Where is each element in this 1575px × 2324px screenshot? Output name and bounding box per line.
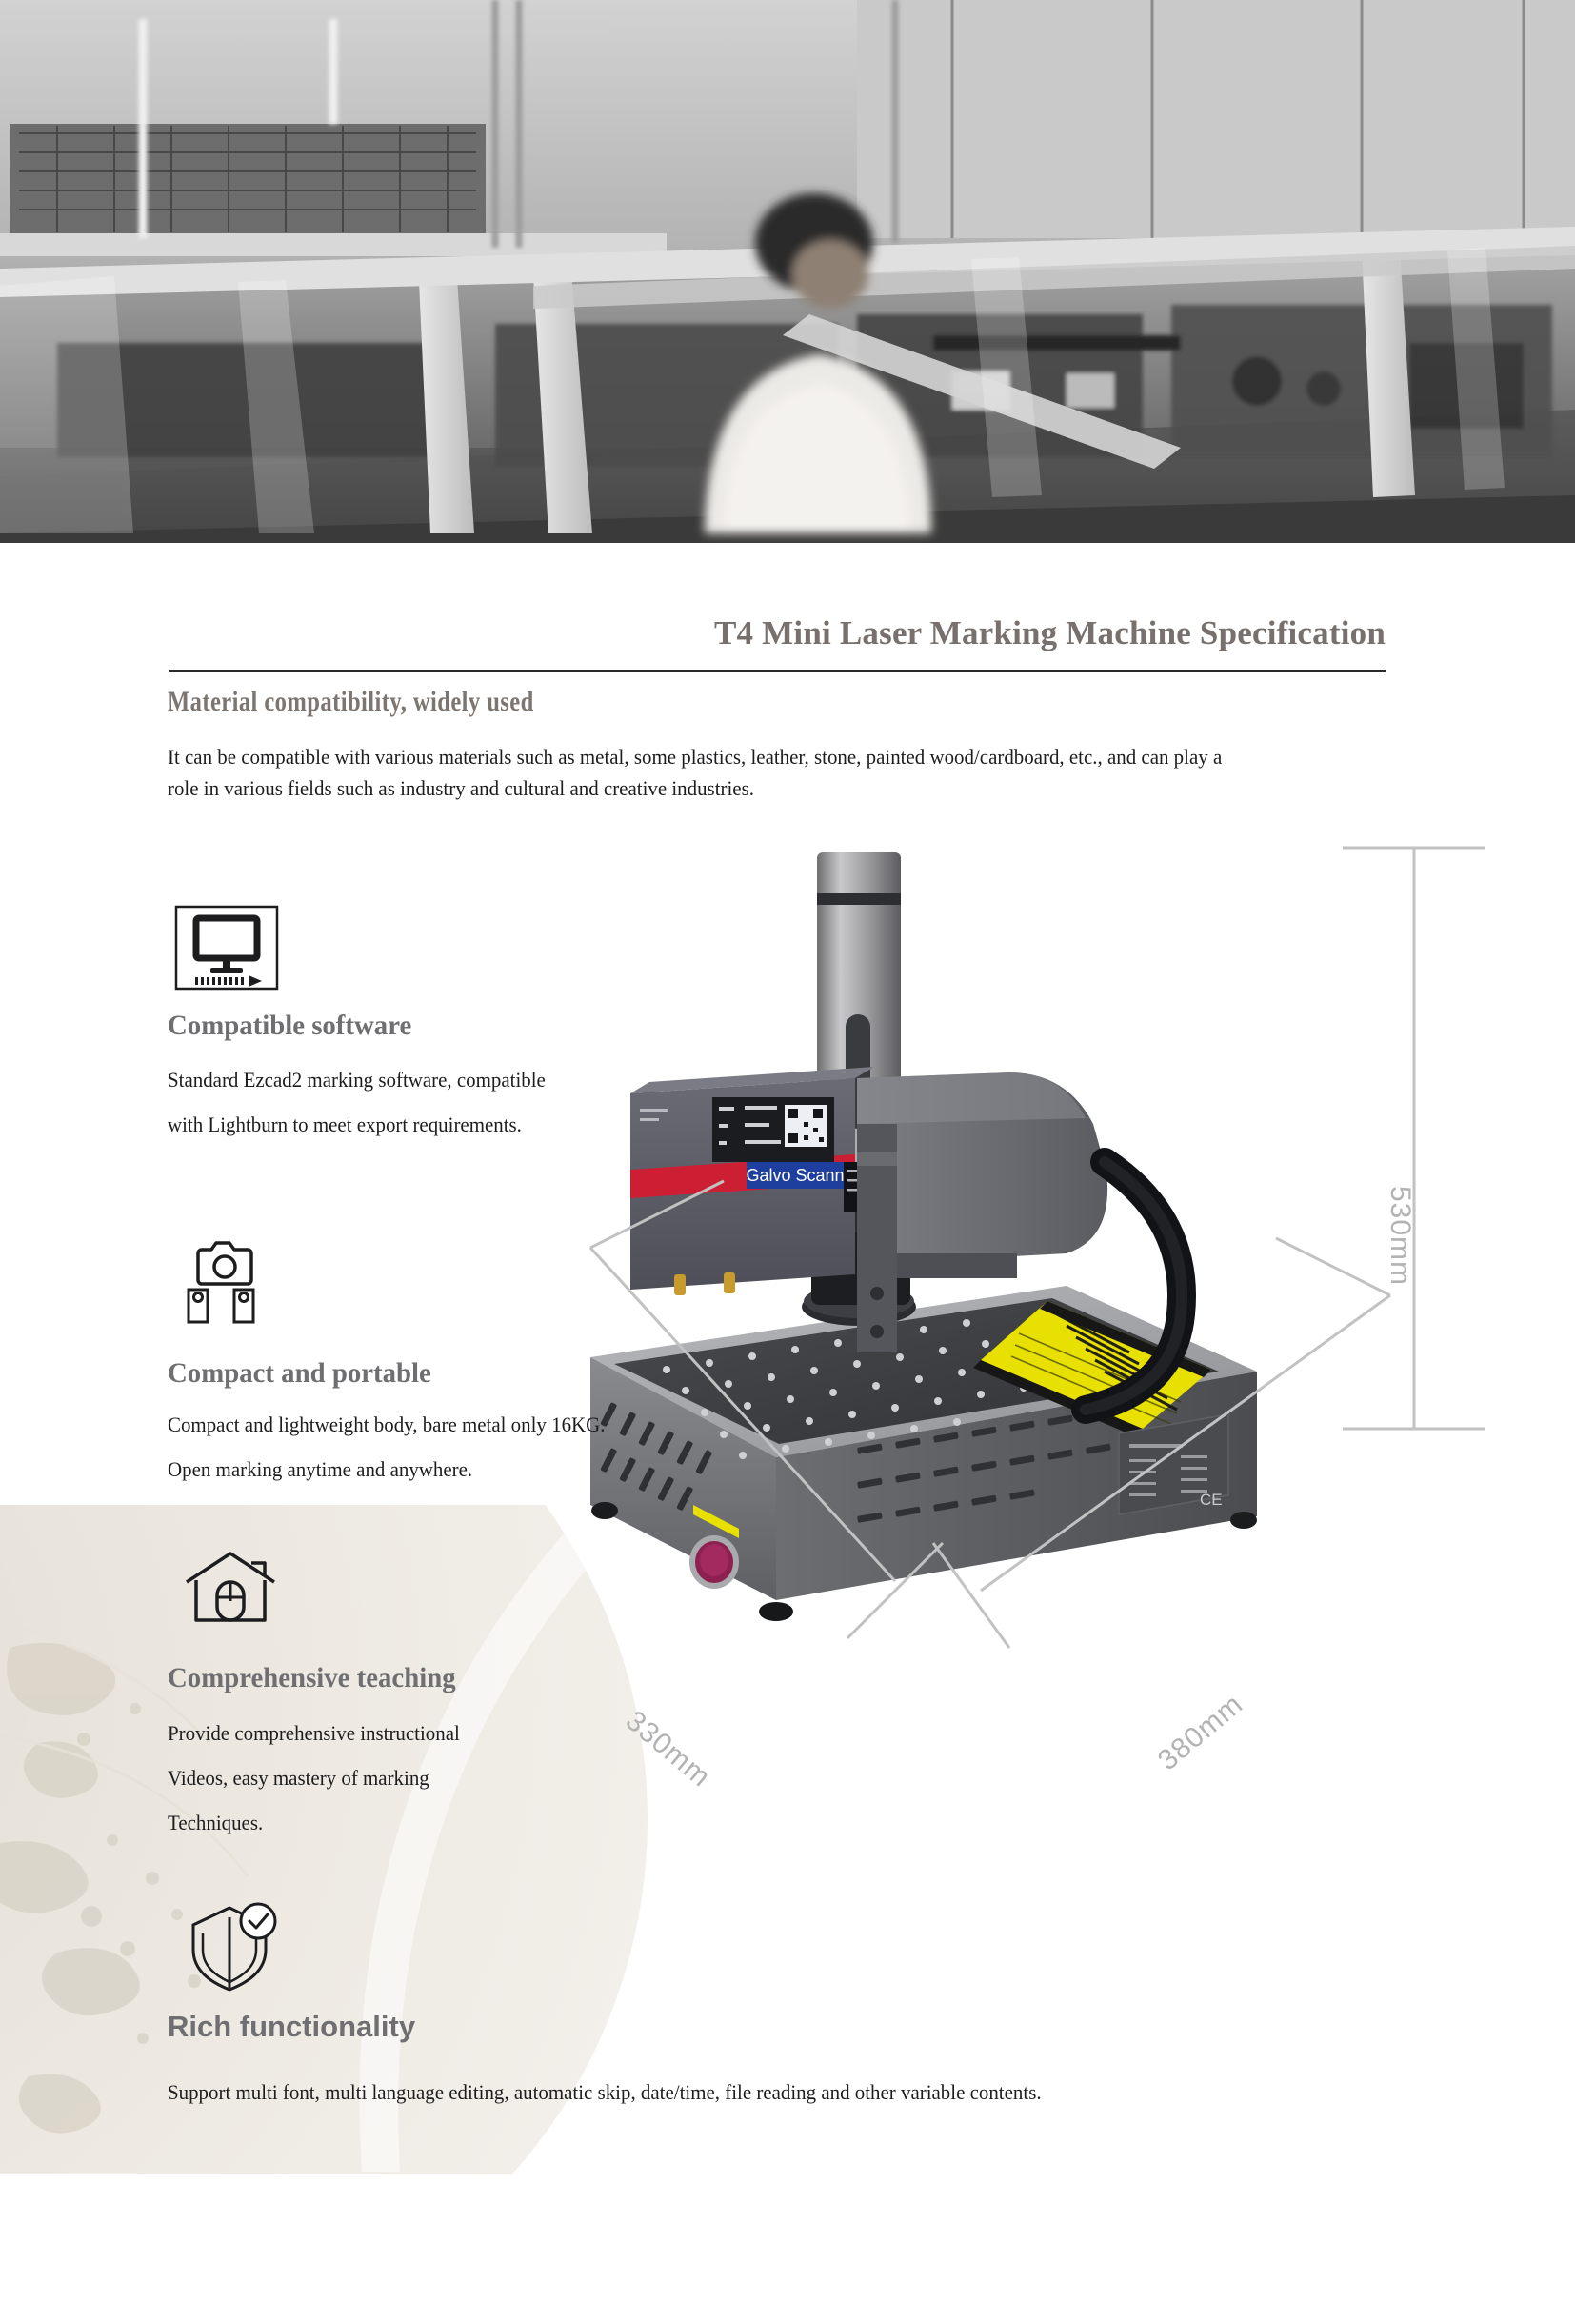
product-photo: CE [571,838,1276,1791]
house-mouse-icon [183,1548,278,1624]
feature-text-rich-functionality: Support multi font, multi language editi… [168,2080,1042,2104]
intro-heading: Material compatibility, widely used [168,686,534,717]
feature-heading-compact-portable: Compact and portable [168,1357,431,1389]
feature-text-compatible-software-line2: with Lightburn to meet export requiremen… [168,1112,522,1136]
camera-portable-icon [181,1229,269,1324]
dimension-callouts [533,838,1571,2324]
intro-paragraph: It can be compatible with various materi… [168,745,1223,800]
title-divider [169,670,1386,672]
svg-text:CE: CE [1200,1491,1223,1509]
feature-heading-compatible-software: Compatible software [168,1010,412,1041]
feature-text-compact-portable-line2: Open marking anytime and anywhere. [168,1457,473,1481]
feature-text-teaching-line3: Techniques. [168,1811,264,1834]
page-title: T4 Mini Laser Marking Machine Specificat… [713,614,1386,651]
dimension-height-label: 530mm [1385,1186,1416,1287]
feature-heading-comprehensive-teaching: Comprehensive teaching [168,1662,456,1693]
feature-text-teaching-line1: Provide comprehensive instructional [168,1721,460,1745]
feature-text-compatible-software-line1: Standard Ezcad2 marking software, compat… [168,1068,546,1092]
monitor-software-icon [174,905,279,991]
feature-text-compact-portable-line1: Compact and lightweight body, bare metal… [168,1412,606,1436]
hero-banner-image [0,0,1575,543]
shield-check-icon [186,1900,281,1995]
feature-heading-rich-functionality: Rich functionality [168,2010,416,2043]
svg-text:Galvo Scanner: Galvo Scanner [746,1166,859,1185]
feature-text-teaching-line2: Videos, easy mastery of marking [168,1766,429,1790]
